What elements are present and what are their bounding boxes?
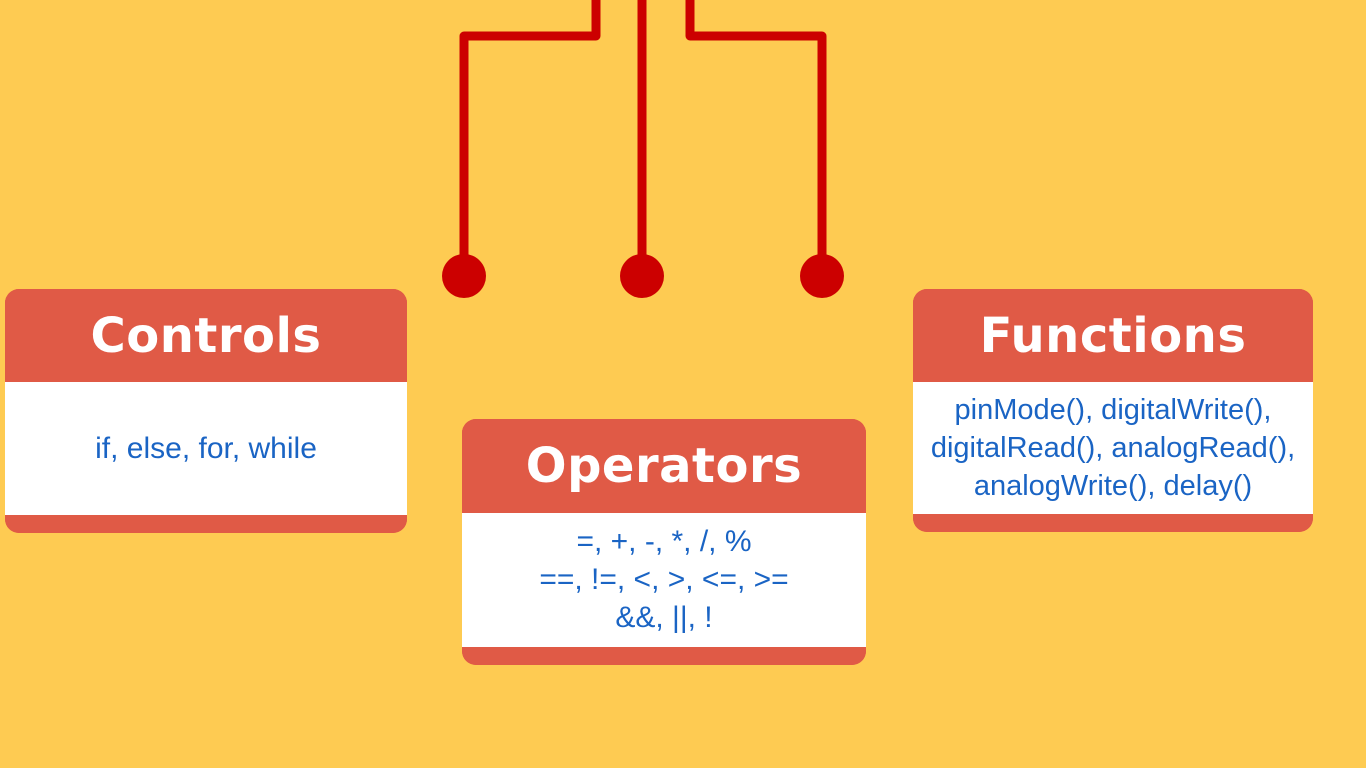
operators-card: Operators =, +, -, *, /, % ==, !=, <, >,… [462, 419, 866, 665]
operators-card-line: &&, ||, ! [615, 601, 713, 634]
connector-dot-left [442, 254, 486, 298]
controls-card-body: if, else, for, while [5, 382, 407, 515]
controls-card: Controls if, else, for, while [5, 289, 407, 533]
controls-card-header: Controls [5, 289, 407, 382]
operators-card-footer [462, 647, 866, 665]
controls-card-line: if, else, for, while [95, 431, 317, 465]
connector-dot-right [800, 254, 844, 298]
connector-dot-center [620, 254, 664, 298]
functions-card-line: digitalRead(), analogRead(), [930, 432, 1296, 464]
functions-card-footer [913, 514, 1313, 532]
functions-card-line: pinMode(), digitalWrite(), [954, 394, 1272, 426]
connector-right [685, 0, 827, 272]
controls-card-footer [5, 515, 407, 533]
functions-card-line: analogWrite(), delay() [973, 470, 1253, 502]
functions-card-header: Functions [913, 289, 1313, 382]
functions-card-body: pinMode(), digitalWrite(), digitalRead()… [913, 382, 1313, 514]
operators-card-title: Operators [525, 438, 803, 494]
operators-card-line: ==, !=, <, >, <=, >= [539, 563, 789, 596]
connector-left [459, 0, 601, 272]
functions-card-title: Functions [979, 307, 1247, 364]
operators-card-line: =, +, -, *, /, % [576, 525, 752, 558]
operators-card-header: Operators [462, 419, 866, 513]
controls-card-title: Controls [90, 307, 322, 364]
functions-card: Functions pinMode(), digitalWrite(), dig… [913, 289, 1313, 532]
operators-card-body: =, +, -, *, /, % ==, !=, <, >, <=, >= &&… [462, 513, 866, 647]
